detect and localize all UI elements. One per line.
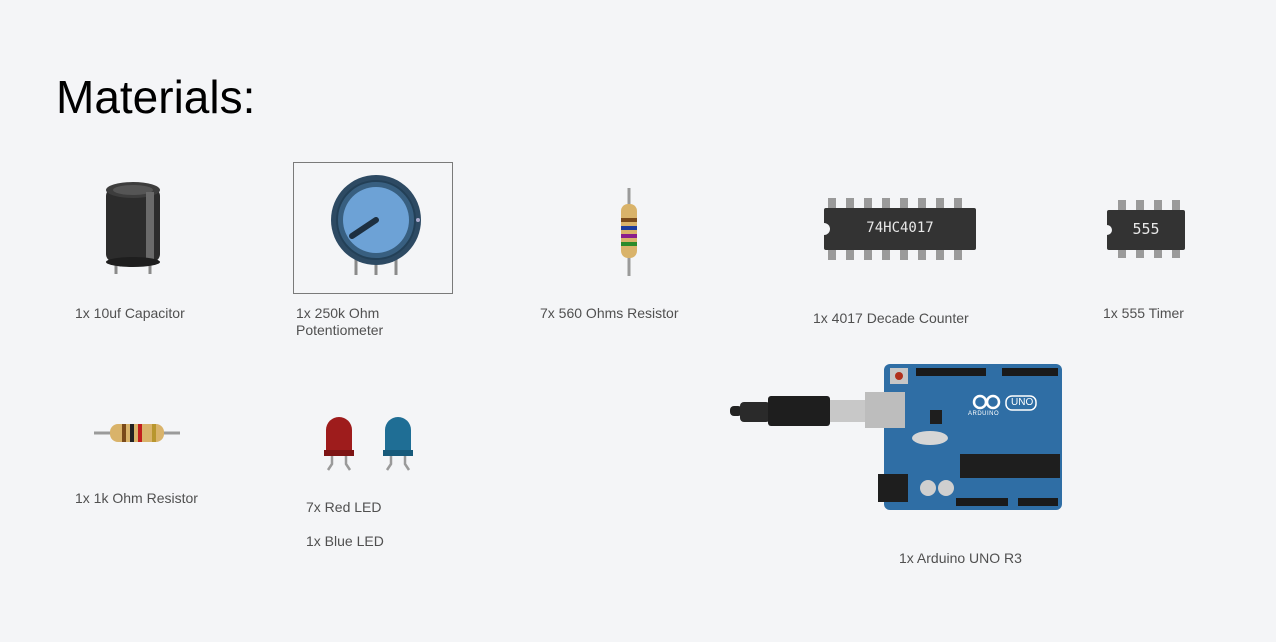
resistor-1k-item[interactable]: [94, 420, 180, 446]
resistor-icon: [94, 424, 180, 442]
blue-led-item[interactable]: [381, 416, 415, 472]
red-led-icon: [324, 417, 354, 471]
red-led-label: 7x Red LED: [306, 499, 382, 515]
ic-555-item[interactable]: 555: [1102, 198, 1188, 260]
potentiometer-label: 1x 250k Ohm Potentiometer: [296, 305, 384, 338]
arduino-item[interactable]: ARDUINO UNO: [730, 362, 1075, 512]
red-led-item[interactable]: [322, 416, 356, 472]
ic-4017-label: 1x 4017 Decade Counter: [813, 310, 969, 326]
potentiometer-item[interactable]: [326, 170, 426, 280]
ic-4017-item[interactable]: 74HC4017: [818, 196, 978, 262]
selection-box: [293, 162, 453, 294]
ic-4017-icon: [818, 198, 976, 260]
blue-led-label: 1x Blue LED: [306, 533, 384, 549]
resistor-560-item[interactable]: [614, 188, 644, 276]
arduino-uno-icon: [730, 364, 1062, 510]
ic-555-icon: [1102, 200, 1185, 258]
blue-led-icon: [383, 417, 413, 471]
arduino-logo-text: ARDUINO: [968, 411, 1000, 417]
capacitor-icon: [106, 182, 160, 274]
resistor-icon: [621, 188, 637, 276]
resistor-560-label: 7x 560 Ohms Resistor: [540, 305, 679, 321]
potentiometer-icon: [331, 175, 421, 275]
capacitor-item[interactable]: [100, 178, 166, 278]
capacitor-label: 1x 10uf Capacitor: [75, 305, 185, 321]
arduino-badge-text: UNO: [1011, 397, 1034, 408]
arduino-label: 1x Arduino UNO R3: [899, 550, 1022, 566]
page-title: Materials:: [56, 71, 256, 123]
ic-4017-text: 74HC4017: [866, 220, 934, 236]
ic-555-label: 1x 555 Timer: [1103, 305, 1184, 321]
ic-555-text: 555: [1132, 220, 1160, 238]
resistor-1k-label: 1x 1k Ohm Resistor: [75, 490, 198, 506]
